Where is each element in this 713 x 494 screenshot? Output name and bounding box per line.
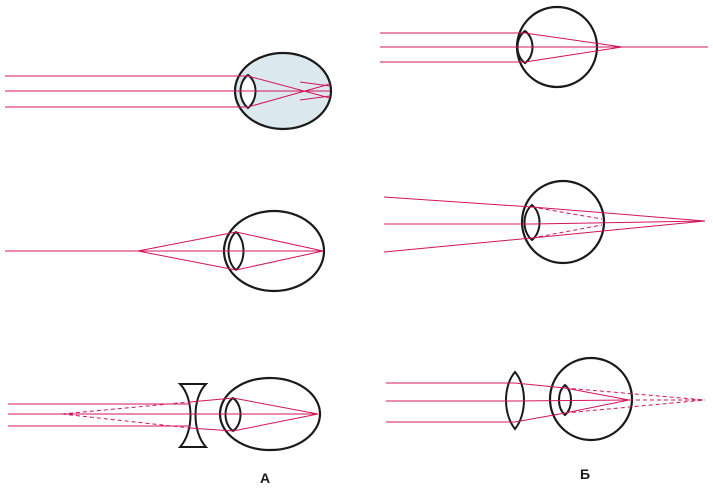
a-myopia-near-point <box>5 209 326 293</box>
a-myopia-parallel-rays <box>5 51 333 131</box>
a-myopia-concave-lens <box>8 376 322 452</box>
light-rays <box>383 196 706 253</box>
eye-lens <box>523 203 541 242</box>
panel-label-a: А <box>260 470 271 486</box>
concave-corrective-lens <box>177 383 209 448</box>
light-rays <box>5 75 331 108</box>
eyeball <box>548 356 634 442</box>
b-hyperopia-divergent-rays <box>383 179 706 265</box>
eye-lens <box>558 383 572 417</box>
light-rays <box>386 382 706 423</box>
light-rays <box>380 32 708 63</box>
eyeball <box>520 179 606 265</box>
panel-label-b: Б <box>580 466 591 482</box>
b-hyperopia-parallel-rays <box>380 5 708 89</box>
light-rays <box>5 231 324 271</box>
light-rays <box>8 397 319 432</box>
b-hyperopia-convex-lens <box>386 356 706 442</box>
